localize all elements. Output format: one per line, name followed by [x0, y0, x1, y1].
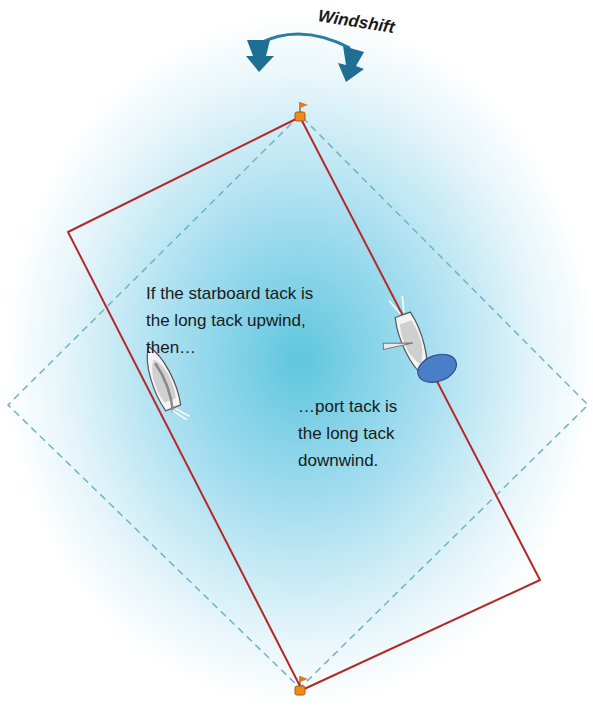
- sailed-course: [68, 117, 540, 690]
- top-mark: [295, 102, 308, 121]
- bottom-mark: [295, 676, 308, 695]
- upwind-note: If the starboard tack is the long tack u…: [146, 280, 314, 361]
- downwind-note: …port tack is the long tack downwind.: [298, 393, 416, 474]
- windshift-arrow: [246, 34, 364, 82]
- downwind-boat: [368, 286, 460, 395]
- dashed-course: [8, 115, 588, 688]
